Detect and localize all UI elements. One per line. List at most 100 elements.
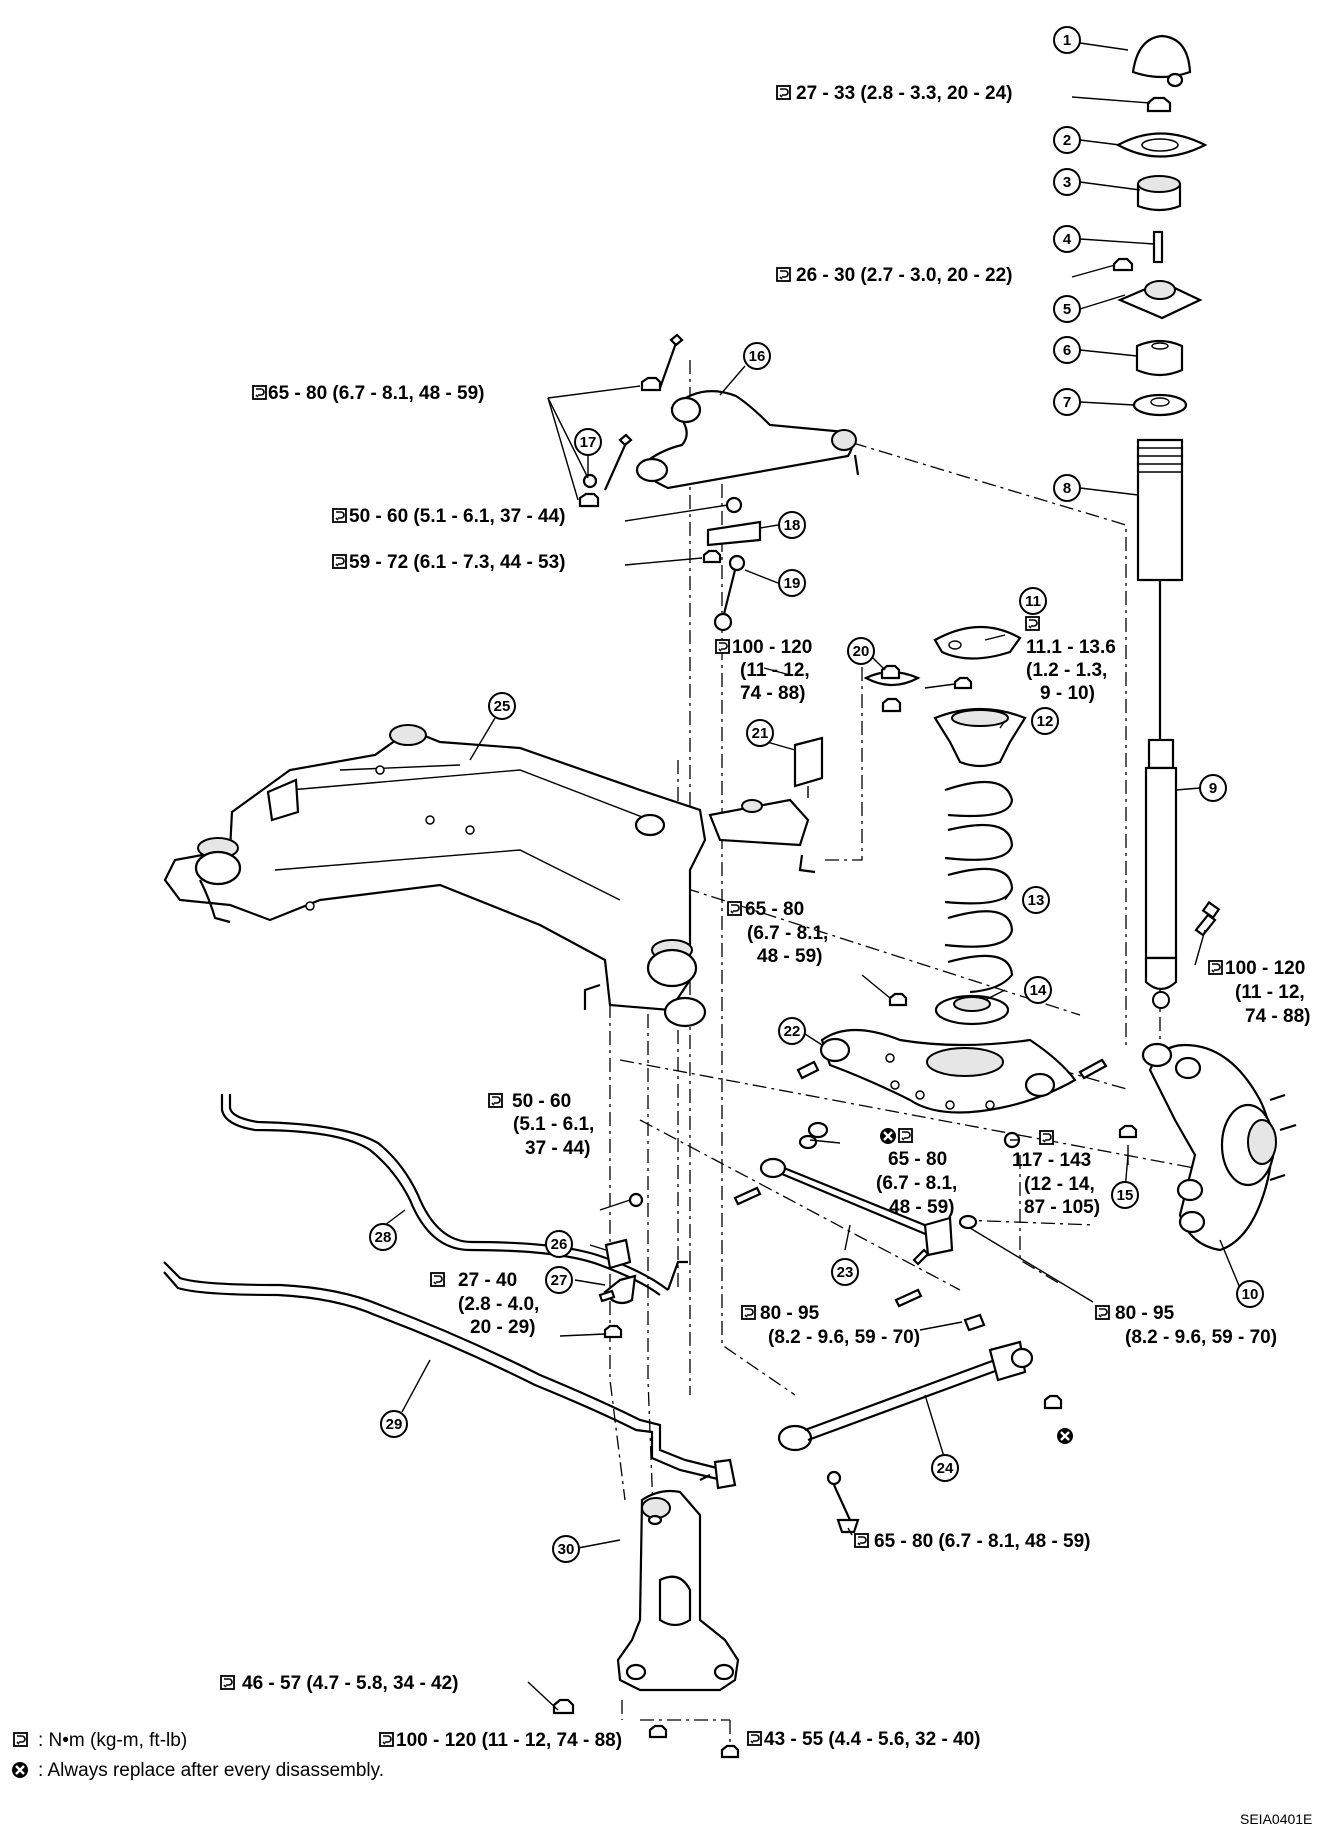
suspension-member: [163, 724, 816, 1028]
svg-text:18: 18: [784, 517, 801, 534]
svg-text:9: 9: [1209, 780, 1217, 797]
torque-mount: 26 - 30 (2.7 - 3.0, 20 - 22): [796, 265, 1013, 286]
strut-assembly: [1112, 34, 1221, 1009]
torque-stab-line2: (5.1 - 6.1,: [513, 1114, 594, 1135]
callout-3: 3: [1053, 168, 1081, 196]
torque-23-right-line2: (8.2 - 9.6, 59 - 70): [1125, 1327, 1277, 1348]
torque-24-left-line2: (8.2 - 9.6, 59 - 70): [768, 1327, 920, 1348]
svg-text:25: 25: [494, 698, 511, 715]
callout-1: 1: [1053, 26, 1081, 54]
torque-30c: 43 - 55 (4.4 - 5.6, 32 - 40): [764, 1729, 981, 1750]
callout-5: 5: [1053, 295, 1081, 323]
torque-11-line1: 11.1 - 13.6: [1026, 637, 1116, 658]
callout-25: 25: [488, 692, 516, 720]
svg-text:12: 12: [1037, 713, 1054, 730]
torque-stab-line3: 37 - 44): [525, 1138, 590, 1159]
coil-spring-group: [933, 625, 1027, 1026]
callout-29: 29: [380, 1410, 408, 1438]
svg-text:11: 11: [1025, 593, 1041, 610]
svg-text:20: 20: [853, 643, 870, 660]
torque-15-line3: 87 - 105): [1024, 1197, 1100, 1218]
callout-16: 16: [743, 342, 771, 370]
torque-top: 27 - 33 (2.8 - 3.3, 20 - 24): [796, 83, 1013, 104]
torque-20-line1: 100 - 120: [732, 637, 812, 658]
lateral-link: [733, 1121, 978, 1308]
torque-specifications: 27 - 33 (2.8 - 3.3, 20 - 24) 26 - 30 (2.…: [220, 83, 1310, 1751]
svg-text:21: 21: [752, 725, 769, 742]
trailing-link: [777, 1313, 1063, 1534]
callout-28: 28: [369, 1223, 397, 1251]
legend-replace: : Always replace after every disassembly…: [38, 1760, 384, 1781]
callout-11: 11: [1019, 587, 1047, 615]
svg-text:27: 27: [551, 1272, 568, 1289]
legend-unit: : N•m (kg-m, ft-lb): [38, 1730, 187, 1751]
callout-21: 21: [746, 719, 774, 747]
callout-9: 9: [1199, 774, 1227, 802]
svg-text:7: 7: [1063, 394, 1071, 411]
svg-text:4: 4: [1063, 231, 1072, 248]
torque-27-line1: 27 - 40: [458, 1270, 517, 1291]
torque-link-19: 59 - 72 (6.1 - 7.3, 44 - 53): [349, 552, 566, 573]
svg-text:8: 8: [1063, 480, 1071, 497]
axle-housing: [1118, 1042, 1297, 1252]
torque-27-line2: (2.8 - 4.0,: [458, 1294, 539, 1315]
callout-19: 19: [778, 569, 806, 597]
callout-15: 15: [1111, 1181, 1139, 1209]
torque-24-left-line1: 80 - 95: [760, 1303, 820, 1324]
svg-text:2: 2: [1063, 132, 1071, 149]
callout-4: 4: [1053, 225, 1081, 253]
torque-23-nut-line2: (6.7 - 8.1,: [876, 1173, 957, 1194]
torque-24-bottom: 65 - 80 (6.7 - 8.1, 48 - 59): [874, 1531, 1091, 1552]
svg-text:10: 10: [1242, 1286, 1259, 1303]
torque-11-line3: 9 - 10): [1040, 683, 1095, 704]
torque-27-line3: 20 - 29): [470, 1317, 535, 1338]
callout-23: 23: [831, 1258, 859, 1286]
torque-22-line1: 65 - 80: [745, 899, 804, 920]
part-callouts: 1 2 3 4 5 6 7 8 9 10 11 12 13 14 15 16 1…: [369, 26, 1264, 1563]
legend: : N•m (kg-m, ft-lb) : Always replace aft…: [10, 1730, 384, 1781]
stabilizer-bar-upper: [220, 1094, 688, 1339]
differential-mount-member: [552, 1489, 740, 1759]
torque-9-line3: 74 - 88): [1245, 1006, 1310, 1027]
figure-code: SEIA0401E: [1240, 1811, 1312, 1827]
torque-9-line1: 100 - 120: [1225, 958, 1305, 979]
svg-text:26: 26: [551, 1236, 568, 1253]
callout-10: 10: [1236, 1280, 1264, 1308]
torque-9-line2: (11 - 12,: [1235, 982, 1305, 1003]
callout-26: 26: [545, 1230, 573, 1258]
upper-link-group: [578, 333, 860, 632]
torque-20-line2: (11 - 12,: [740, 660, 810, 681]
torque-stab-line1: 50 - 60: [512, 1091, 571, 1112]
svg-text:28: 28: [375, 1229, 392, 1246]
stabilizer-bar-lower: [163, 1261, 737, 1490]
callout-14: 14: [1024, 976, 1052, 1004]
svg-text:19: 19: [784, 575, 801, 592]
svg-text:24: 24: [937, 1460, 954, 1477]
callout-22: 22: [778, 1017, 806, 1045]
callout-18: 18: [778, 511, 806, 539]
torque-upper-arm: 65 - 80 (6.7 - 8.1, 48 - 59): [268, 383, 485, 404]
torque-30a: 46 - 57 (4.7 - 5.8, 34 - 42): [242, 1673, 459, 1694]
leader-lines: [384, 42, 1241, 1711]
torque-20-line3: 74 - 88): [740, 683, 805, 704]
torque-23-right-line1: 80 - 95: [1115, 1303, 1175, 1324]
torque-15-line1: 117 - 143: [1012, 1150, 1091, 1171]
svg-text:23: 23: [837, 1264, 854, 1281]
callout-6: 6: [1053, 336, 1081, 364]
torque-23-nut-line3: 48 - 59): [889, 1197, 954, 1218]
torque-15-line2: (12 - 14,: [1024, 1174, 1095, 1195]
callout-12: 12: [1031, 707, 1059, 735]
callout-24: 24: [931, 1454, 959, 1482]
torque-11-line2: (1.2 - 1.3,: [1026, 660, 1107, 681]
callout-27: 27: [545, 1266, 573, 1294]
svg-text:6: 6: [1063, 342, 1071, 359]
callout-17: 17: [574, 428, 602, 456]
svg-text:14: 14: [1030, 982, 1047, 999]
svg-text:22: 22: [784, 1023, 801, 1040]
callout-2: 2: [1053, 126, 1081, 154]
callout-8: 8: [1053, 474, 1081, 502]
svg-text:1: 1: [1063, 32, 1071, 49]
svg-text:13: 13: [1028, 892, 1045, 909]
svg-text:30: 30: [558, 1541, 575, 1558]
